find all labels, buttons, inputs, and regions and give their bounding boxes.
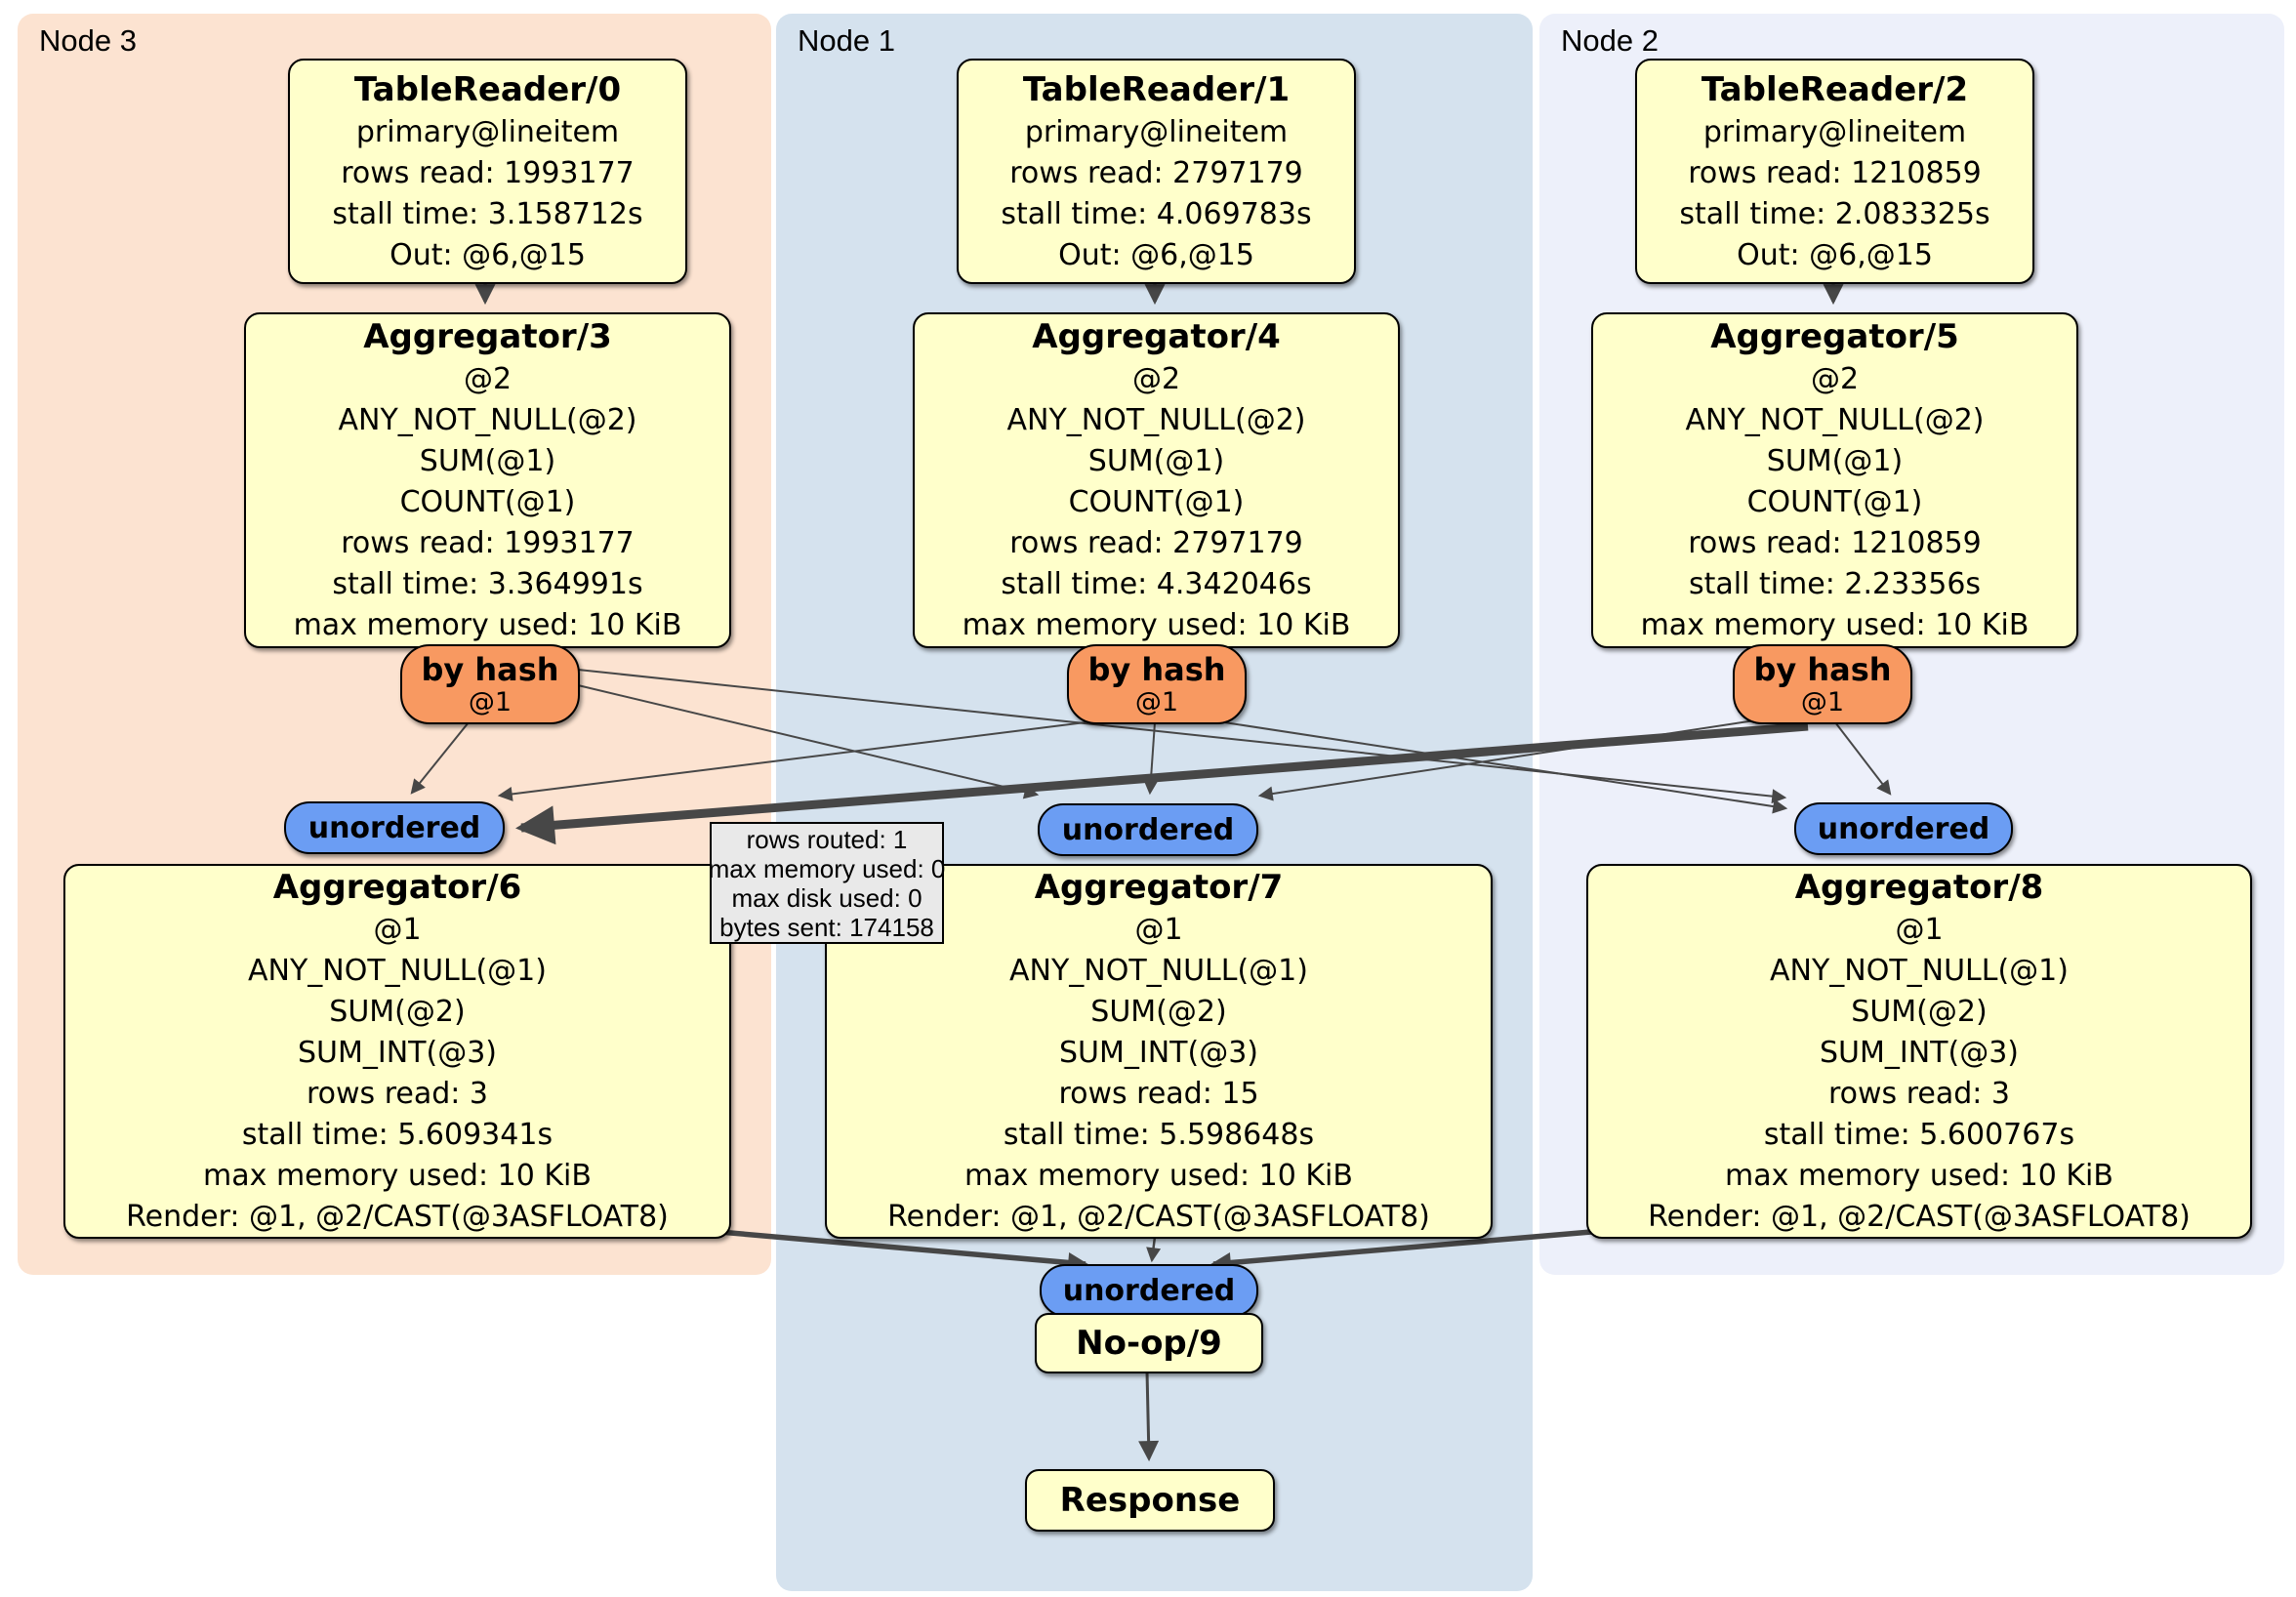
processor-title: Aggregator/5 (1710, 317, 1959, 356)
router-detail: @1 (468, 687, 512, 717)
sync-unordered-node2[interactable]: unordered (1794, 802, 2013, 855)
edge-hashL-syncL (410, 721, 470, 795)
processor-title: Response (1059, 1481, 1241, 1520)
router-label: by hash (421, 651, 559, 688)
processor-title: Aggregator/7 (1034, 868, 1284, 907)
node3-label: Node 3 (39, 23, 137, 58)
edge-agg6-syncFinal (718, 1229, 1089, 1273)
edge-noop-response (1138, 1371, 1160, 1462)
sync-label: unordered (1817, 811, 1990, 846)
processor-noop9[interactable]: No-op/9 (1035, 1313, 1263, 1373)
processor-title: Aggregator/6 (272, 868, 522, 907)
sync-unordered-node3[interactable]: unordered (284, 801, 505, 854)
router-by-hash-node1[interactable]: by hash @1 (1067, 644, 1247, 724)
edge-agg8-syncFinal (1210, 1229, 1592, 1273)
sync-unordered-final[interactable]: unordered (1040, 1264, 1258, 1317)
processor-title: TableReader/1 (1022, 69, 1291, 109)
node1-label: Node 1 (798, 23, 895, 58)
edge-hashM-syncR (1223, 721, 1788, 814)
router-label: by hash (1087, 651, 1226, 688)
node2-label: Node 2 (1561, 23, 1659, 58)
processor-title: Aggregator/4 (1032, 317, 1281, 356)
sync-label: unordered (1061, 812, 1235, 847)
processor-title: Aggregator/3 (363, 317, 612, 356)
router-label: by hash (1753, 651, 1892, 688)
router-detail: @1 (1800, 687, 1845, 717)
router-detail: @1 (1134, 687, 1179, 717)
edge-hashL-syncR (577, 669, 1787, 804)
edge-agg7-syncFinal (1146, 1236, 1162, 1263)
processor-title: No-op/9 (1076, 1324, 1222, 1363)
router-by-hash-node2[interactable]: by hash @1 (1733, 644, 1912, 724)
router-by-hash-node3[interactable]: by hash @1 (400, 644, 580, 724)
edge-hashR-syncM (1257, 719, 1756, 801)
processor-title: Aggregator/8 (1794, 868, 2044, 907)
processor-title: TableReader/0 (353, 69, 622, 109)
stream-edge-hashR-to-syncL[interactable] (515, 721, 1809, 845)
sync-unordered-node1[interactable]: unordered (1038, 803, 1258, 856)
sync-label: unordered (308, 810, 481, 845)
edge-hashM-syncL (497, 721, 1086, 801)
processor-response[interactable]: Response (1025, 1469, 1275, 1532)
processor-title: TableReader/2 (1701, 69, 1969, 109)
sync-label: unordered (1062, 1273, 1236, 1308)
edge-hashL-syncM (577, 684, 1040, 799)
edge-hashR-syncR (1834, 721, 1892, 796)
